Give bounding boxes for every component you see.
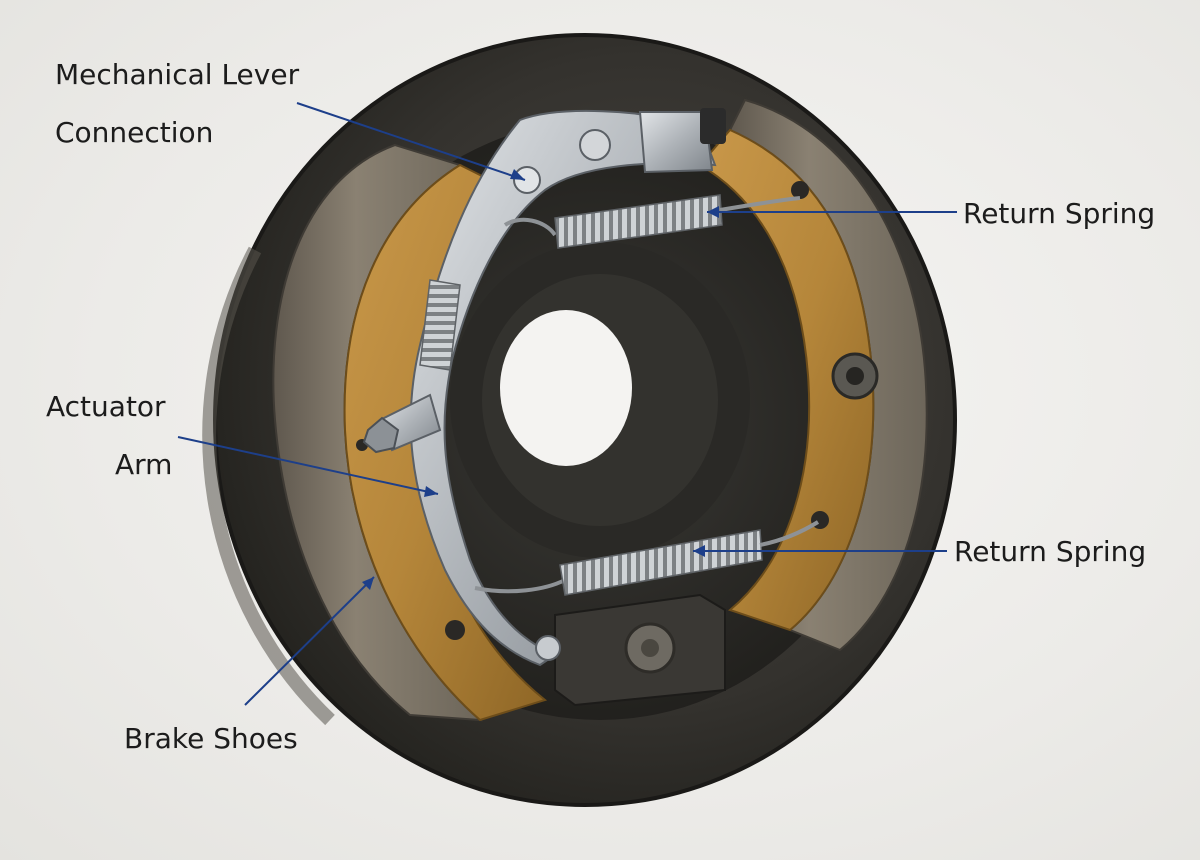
adjuster-block [554, 593, 726, 707]
lever-spring [419, 279, 461, 371]
leader-lines [177, 102, 957, 706]
brake-shoes [343, 128, 875, 722]
leader-brake-shoes [244, 576, 375, 706]
label-actuator-arm-line2: Arm [115, 448, 173, 481]
return-spring-lower [474, 520, 820, 596]
leader-actuator-arm [177, 436, 439, 495]
label-actuator-arm-line1: Actuator [46, 390, 166, 423]
label-mechanical-lever-line2: Connection [55, 116, 214, 149]
label-return-spring-upper: Return Spring [963, 197, 1156, 230]
actuator-arm [362, 108, 726, 667]
hold-down-pin [831, 352, 879, 400]
label-mechanical-lever-line1: Mechanical Lever [55, 58, 300, 91]
label-brake-shoes: Brake Shoes [124, 722, 298, 755]
label-return-spring-lower: Return Spring [954, 535, 1147, 568]
leader-mechanical-lever [296, 102, 526, 181]
hub [450, 242, 750, 558]
return-spring-upper [503, 194, 801, 249]
leader-arrowheads [362, 169, 719, 590]
